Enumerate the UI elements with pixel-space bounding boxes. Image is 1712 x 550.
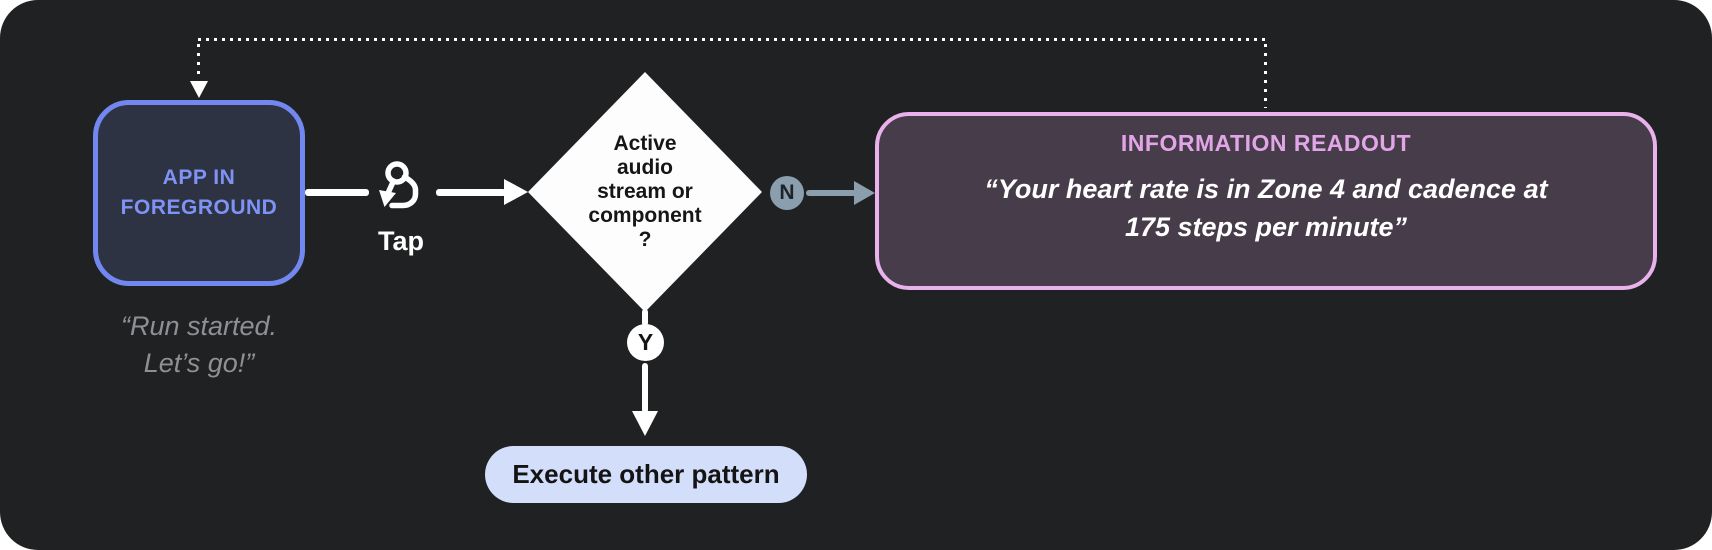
action-pill-label: Execute other pattern [512,459,780,489]
connector-no-to-readout [806,190,856,196]
feedback-arrowhead-icon [190,81,208,98]
app-voice-caption: “Run started. Let’s go!” [120,311,278,378]
tap-icon [379,161,419,209]
connector-tap-to-decision [436,189,506,196]
connector-decision-to-yes [642,309,648,326]
arrowhead-tap-decision-icon [504,179,528,205]
feedback-dotted-right [1264,44,1267,108]
connector-app-to-tap [305,189,369,196]
node-information-readout: INFORMATION READOUT “Your heart rate is … [875,112,1657,290]
tap-label: Tap [378,226,424,256]
feedback-dotted-left [197,44,200,80]
yes-badge: Y [627,324,664,361]
app-node-label: APP IN FOREGROUND [120,166,278,219]
arrowhead-no-readout-icon [854,181,875,205]
action-pill: Execute other pattern [485,446,807,503]
readout-quote: “Your heart rate is in Zone 4 and cadenc… [984,174,1548,242]
arrowhead-yes-action-icon [632,411,658,436]
no-badge-label: N [779,181,795,204]
feedback-dotted-horizontal [198,38,1267,41]
connector-yes-to-action [642,363,648,413]
node-app-in-foreground: APP IN FOREGROUND [93,100,305,286]
no-badge: N [770,176,804,210]
decision-label: Active audio stream or component ? [588,131,702,252]
readout-title: INFORMATION READOUT [1120,130,1412,156]
yes-badge-label: Y [637,329,654,355]
